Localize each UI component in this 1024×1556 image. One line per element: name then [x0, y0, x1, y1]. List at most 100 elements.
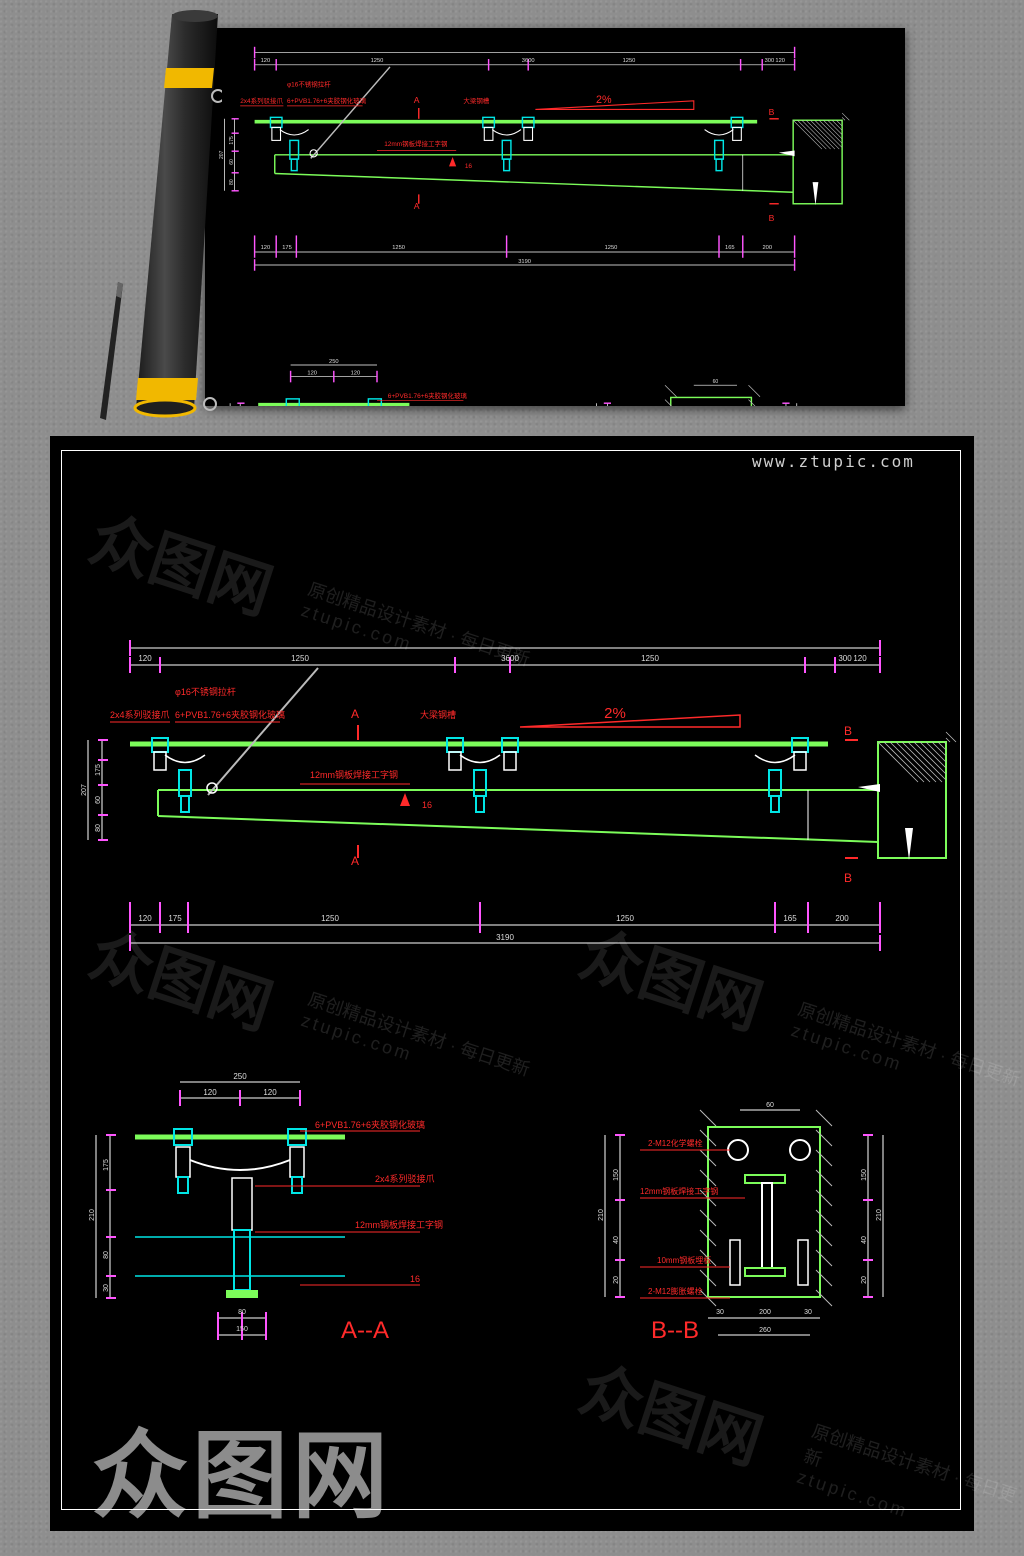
section-mark-a: A [414, 95, 420, 105]
label-beam: 12mm钢板焊接工字钢 [355, 1219, 443, 1230]
spider-bolt [732, 126, 742, 141]
steel-post [233, 1229, 251, 1291]
section-b-title: B--B [651, 1317, 699, 1344]
anchor-bolt [778, 150, 795, 157]
wall-hatch [913, 741, 947, 775]
wall-hatch [699, 1149, 717, 1167]
spider-bolt [271, 126, 282, 141]
wall-hatch [810, 120, 840, 150]
label-channel: 大梁钢槽 [463, 96, 489, 105]
wall-hatch [815, 1289, 833, 1307]
expansion-bolt [797, 1239, 809, 1286]
wall-hatch [699, 1109, 717, 1127]
label-expansion-bolt: 2-M12膨胀螺栓 [648, 1286, 703, 1296]
wall-hatch [815, 1189, 833, 1207]
slope-indicator [519, 714, 741, 728]
dimension-text: 30 [804, 1309, 812, 1316]
wall-hatch [895, 741, 937, 783]
wall-hatch [823, 120, 843, 140]
dimension-text: 40 [613, 1236, 620, 1244]
dimension-text: 200 [759, 1309, 771, 1316]
spider-foot [177, 1176, 189, 1194]
dimension-text: 210 [598, 1209, 605, 1221]
wall-hatch [805, 120, 836, 150]
steel-beam-bottom [274, 172, 794, 193]
label-spider: 2x4系列驳接爪 [240, 96, 283, 105]
label-glass: 6+PVB1.76+6夹胶钢化玻璃 [388, 391, 468, 400]
pen-icon [100, 282, 123, 420]
wall-hatch [664, 384, 677, 397]
chemical-bolt [789, 1139, 811, 1161]
dimension-text: 175 [229, 136, 235, 145]
wall-hatch [931, 741, 947, 757]
wall-hatch [943, 741, 947, 745]
wall-hatch [836, 120, 843, 127]
embedded-plate [707, 1126, 821, 1298]
dimension-text: 1250 [392, 245, 405, 251]
spider-body [178, 769, 192, 797]
anchor-bolt [858, 784, 880, 792]
label-note: 16 [465, 163, 473, 170]
wall-hatch [815, 1269, 833, 1287]
wall-hatch [841, 117, 846, 121]
wall-hatch [815, 1109, 833, 1127]
spider-arm [704, 129, 734, 136]
spider-arm [459, 754, 501, 764]
wall-hatch [945, 737, 951, 743]
spider-bolt [289, 1146, 305, 1178]
slope-text: 2% [604, 705, 626, 722]
dimension-text: 1250 [623, 58, 636, 64]
dimension-text: 250 [329, 359, 339, 365]
dimension-text: 300 [765, 58, 775, 64]
spider-bolt [153, 751, 167, 771]
section-a-title: A--A [341, 1317, 389, 1344]
dimension-text: 1250 [371, 58, 384, 64]
spider-foot [770, 795, 780, 813]
section-mark-b: B [769, 213, 775, 223]
dimension-text: 207 [81, 784, 88, 796]
dimension-text: 3190 [496, 933, 514, 942]
dimension-text: 165 [725, 245, 735, 251]
arrow-mark [449, 156, 457, 167]
dimension-text: 150 [236, 1326, 248, 1333]
label-plate: 10mm钢板埋板 [657, 1255, 711, 1265]
wall-hatch [877, 741, 919, 783]
spider-bolt [793, 751, 807, 771]
dimension-text: 120 [853, 654, 867, 663]
label-spider: 2x4系列驳接爪 [375, 1173, 435, 1184]
tie-rod [207, 667, 319, 796]
spider-bolt [523, 126, 534, 141]
section-mark-b: B [769, 107, 775, 117]
anchor-bolt [812, 182, 819, 206]
wall-hatch [815, 1149, 833, 1167]
wall-hatch [818, 120, 843, 144]
dimension-text: 200 [762, 245, 772, 251]
dimension-text: 210 [876, 1209, 883, 1221]
wall-hatch [814, 120, 843, 148]
wall-hatch [815, 1209, 833, 1227]
rod-pin [309, 149, 318, 158]
label-rod: φ16不锈钢拉杆 [175, 686, 236, 697]
wall-hatch [901, 741, 943, 783]
dimension-text: 3190 [518, 259, 531, 265]
label-beam: 12mm钢板焊接工字钢 [310, 769, 398, 780]
wall-hatch [699, 1249, 717, 1267]
dimension-text: 20 [861, 1276, 868, 1284]
chemical-bolt [727, 1139, 749, 1161]
wall-hatch [827, 120, 843, 135]
wall-hatch [699, 1269, 717, 1287]
expansion-bolt [729, 1239, 741, 1286]
dimension-text: 120 [263, 1088, 277, 1097]
section-mark-a: A [414, 201, 420, 211]
dimension-text: 60 [229, 159, 235, 165]
label-glass: 6+PVB1.76+6夹胶钢化玻璃 [287, 96, 367, 105]
arrow-mark [400, 793, 410, 806]
dimension-text: 210 [89, 1209, 96, 1221]
steel-beam-bottom [157, 815, 879, 843]
slope-text: 2% [596, 94, 612, 106]
wall-section [877, 741, 947, 859]
dimension-text: 30 [716, 1309, 724, 1316]
spider-fitting [173, 1128, 193, 1146]
drawing-border [61, 450, 961, 1510]
